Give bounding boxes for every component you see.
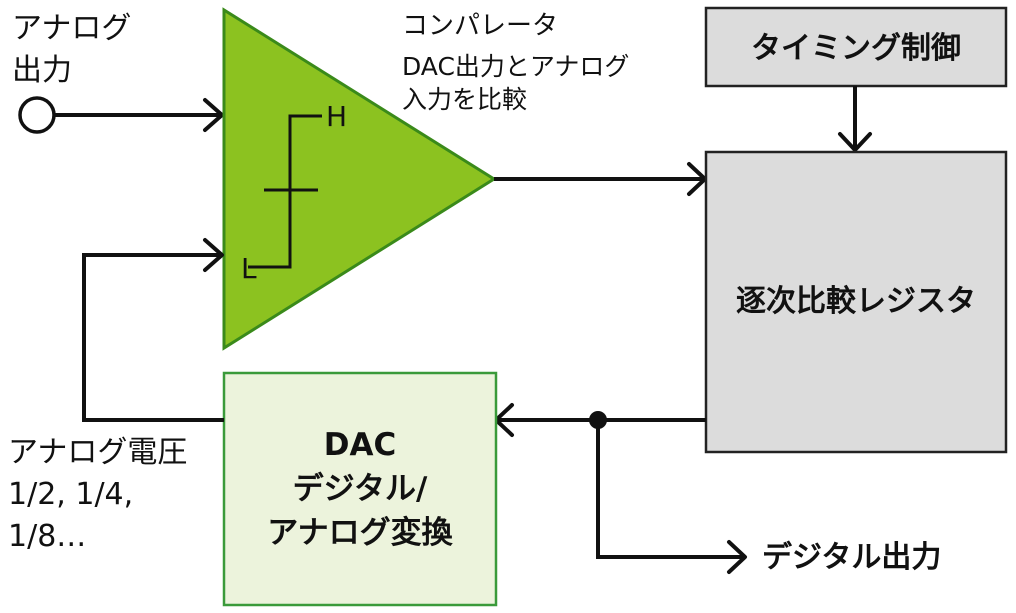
analog-voltage-label-line2: 1/2, 1/4, (8, 477, 133, 512)
analog-voltage-label-line1: アナログ電圧 (8, 435, 187, 470)
analog-voltage-label-line3: 1/8… (8, 519, 86, 554)
input-arrowhead (203, 98, 224, 132)
dac-label-line1: DAC (324, 427, 396, 463)
digital-output-arrowhead (727, 540, 747, 574)
comparator-title: コンパレータ (402, 11, 558, 41)
dac-label-line3: アナログ変換 (267, 515, 453, 551)
analog-output-label-line2: 出力 (12, 53, 72, 88)
comparator-low-label: L (241, 252, 257, 285)
timing-arrowhead (838, 132, 872, 152)
dac-label-line2: デジタル/ (293, 471, 428, 507)
dac-block (222, 371, 498, 607)
sar-block (704, 150, 1008, 454)
digital-output-wire (596, 420, 745, 559)
comparator-desc-line2: 入力を比較 (402, 85, 527, 114)
sar-label: 逐次比較レジスタ (736, 284, 976, 319)
timing-control-block (704, 6, 1008, 88)
comparator-desc-line1: DAC出力とアナログ (402, 52, 629, 81)
analog-output-label-line1: アナログ (12, 11, 131, 46)
digital-output-label: デジタル出力 (762, 540, 941, 575)
dac-feedback-arrowhead (203, 238, 224, 272)
dac-feedback-wire (82, 253, 224, 422)
timing-control-label: タイミング制御 (751, 31, 961, 66)
analog-output-terminal (18, 96, 56, 134)
comparator-high-label: H (326, 100, 347, 133)
